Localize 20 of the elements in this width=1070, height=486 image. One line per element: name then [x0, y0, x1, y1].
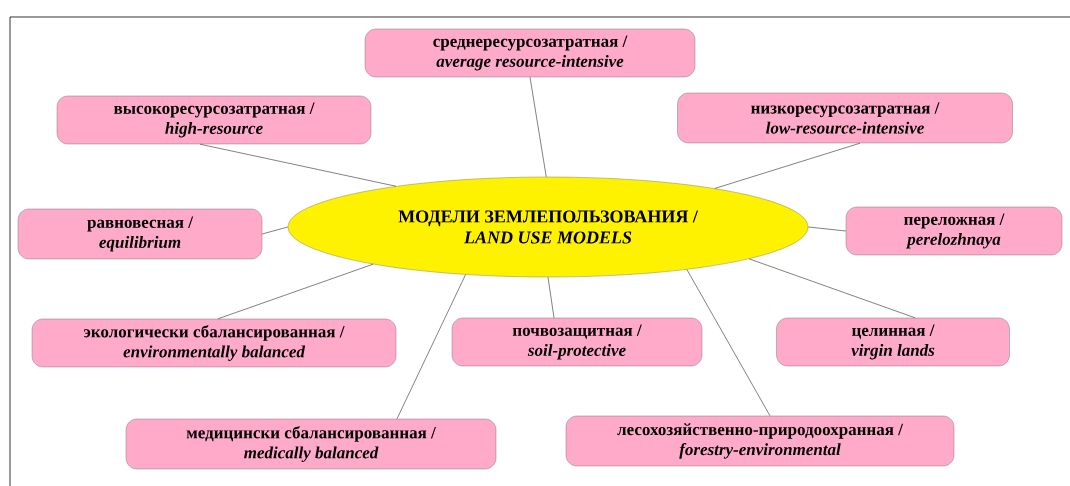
model-box: высокоресурсозатратная / high-resource — [56, 95, 372, 145]
connector-line — [807, 226, 847, 232]
model-box: низкоресурсозатратная / low-resource-intensive — [677, 92, 1013, 144]
connector-line — [217, 263, 374, 320]
connector-line — [261, 226, 289, 235]
connector-line — [529, 76, 547, 178]
connector-line — [748, 258, 916, 319]
model-box: почвозащитная / soil-protective — [451, 317, 703, 367]
connector-line — [686, 269, 771, 417]
model-box: медицински сбалансированная / medically balanced — [125, 418, 497, 470]
model-box: равновесная / equilibrium — [17, 208, 263, 260]
connector-line — [547, 276, 555, 319]
model-box: лесохозяйственно-природоохранная / forestry-environmental — [565, 415, 955, 467]
model-box: переложная / perelozhnaya — [845, 206, 1063, 256]
connector-line — [714, 142, 861, 189]
model-box: экологически сбалансированная / environmentally balanced — [31, 318, 397, 368]
connector-line — [199, 143, 397, 187]
model-box: среднересурсозатратная / average resource-intensive — [364, 28, 696, 78]
model-box: целинная / virgin lands — [776, 317, 1010, 367]
connector-line — [396, 274, 466, 420]
